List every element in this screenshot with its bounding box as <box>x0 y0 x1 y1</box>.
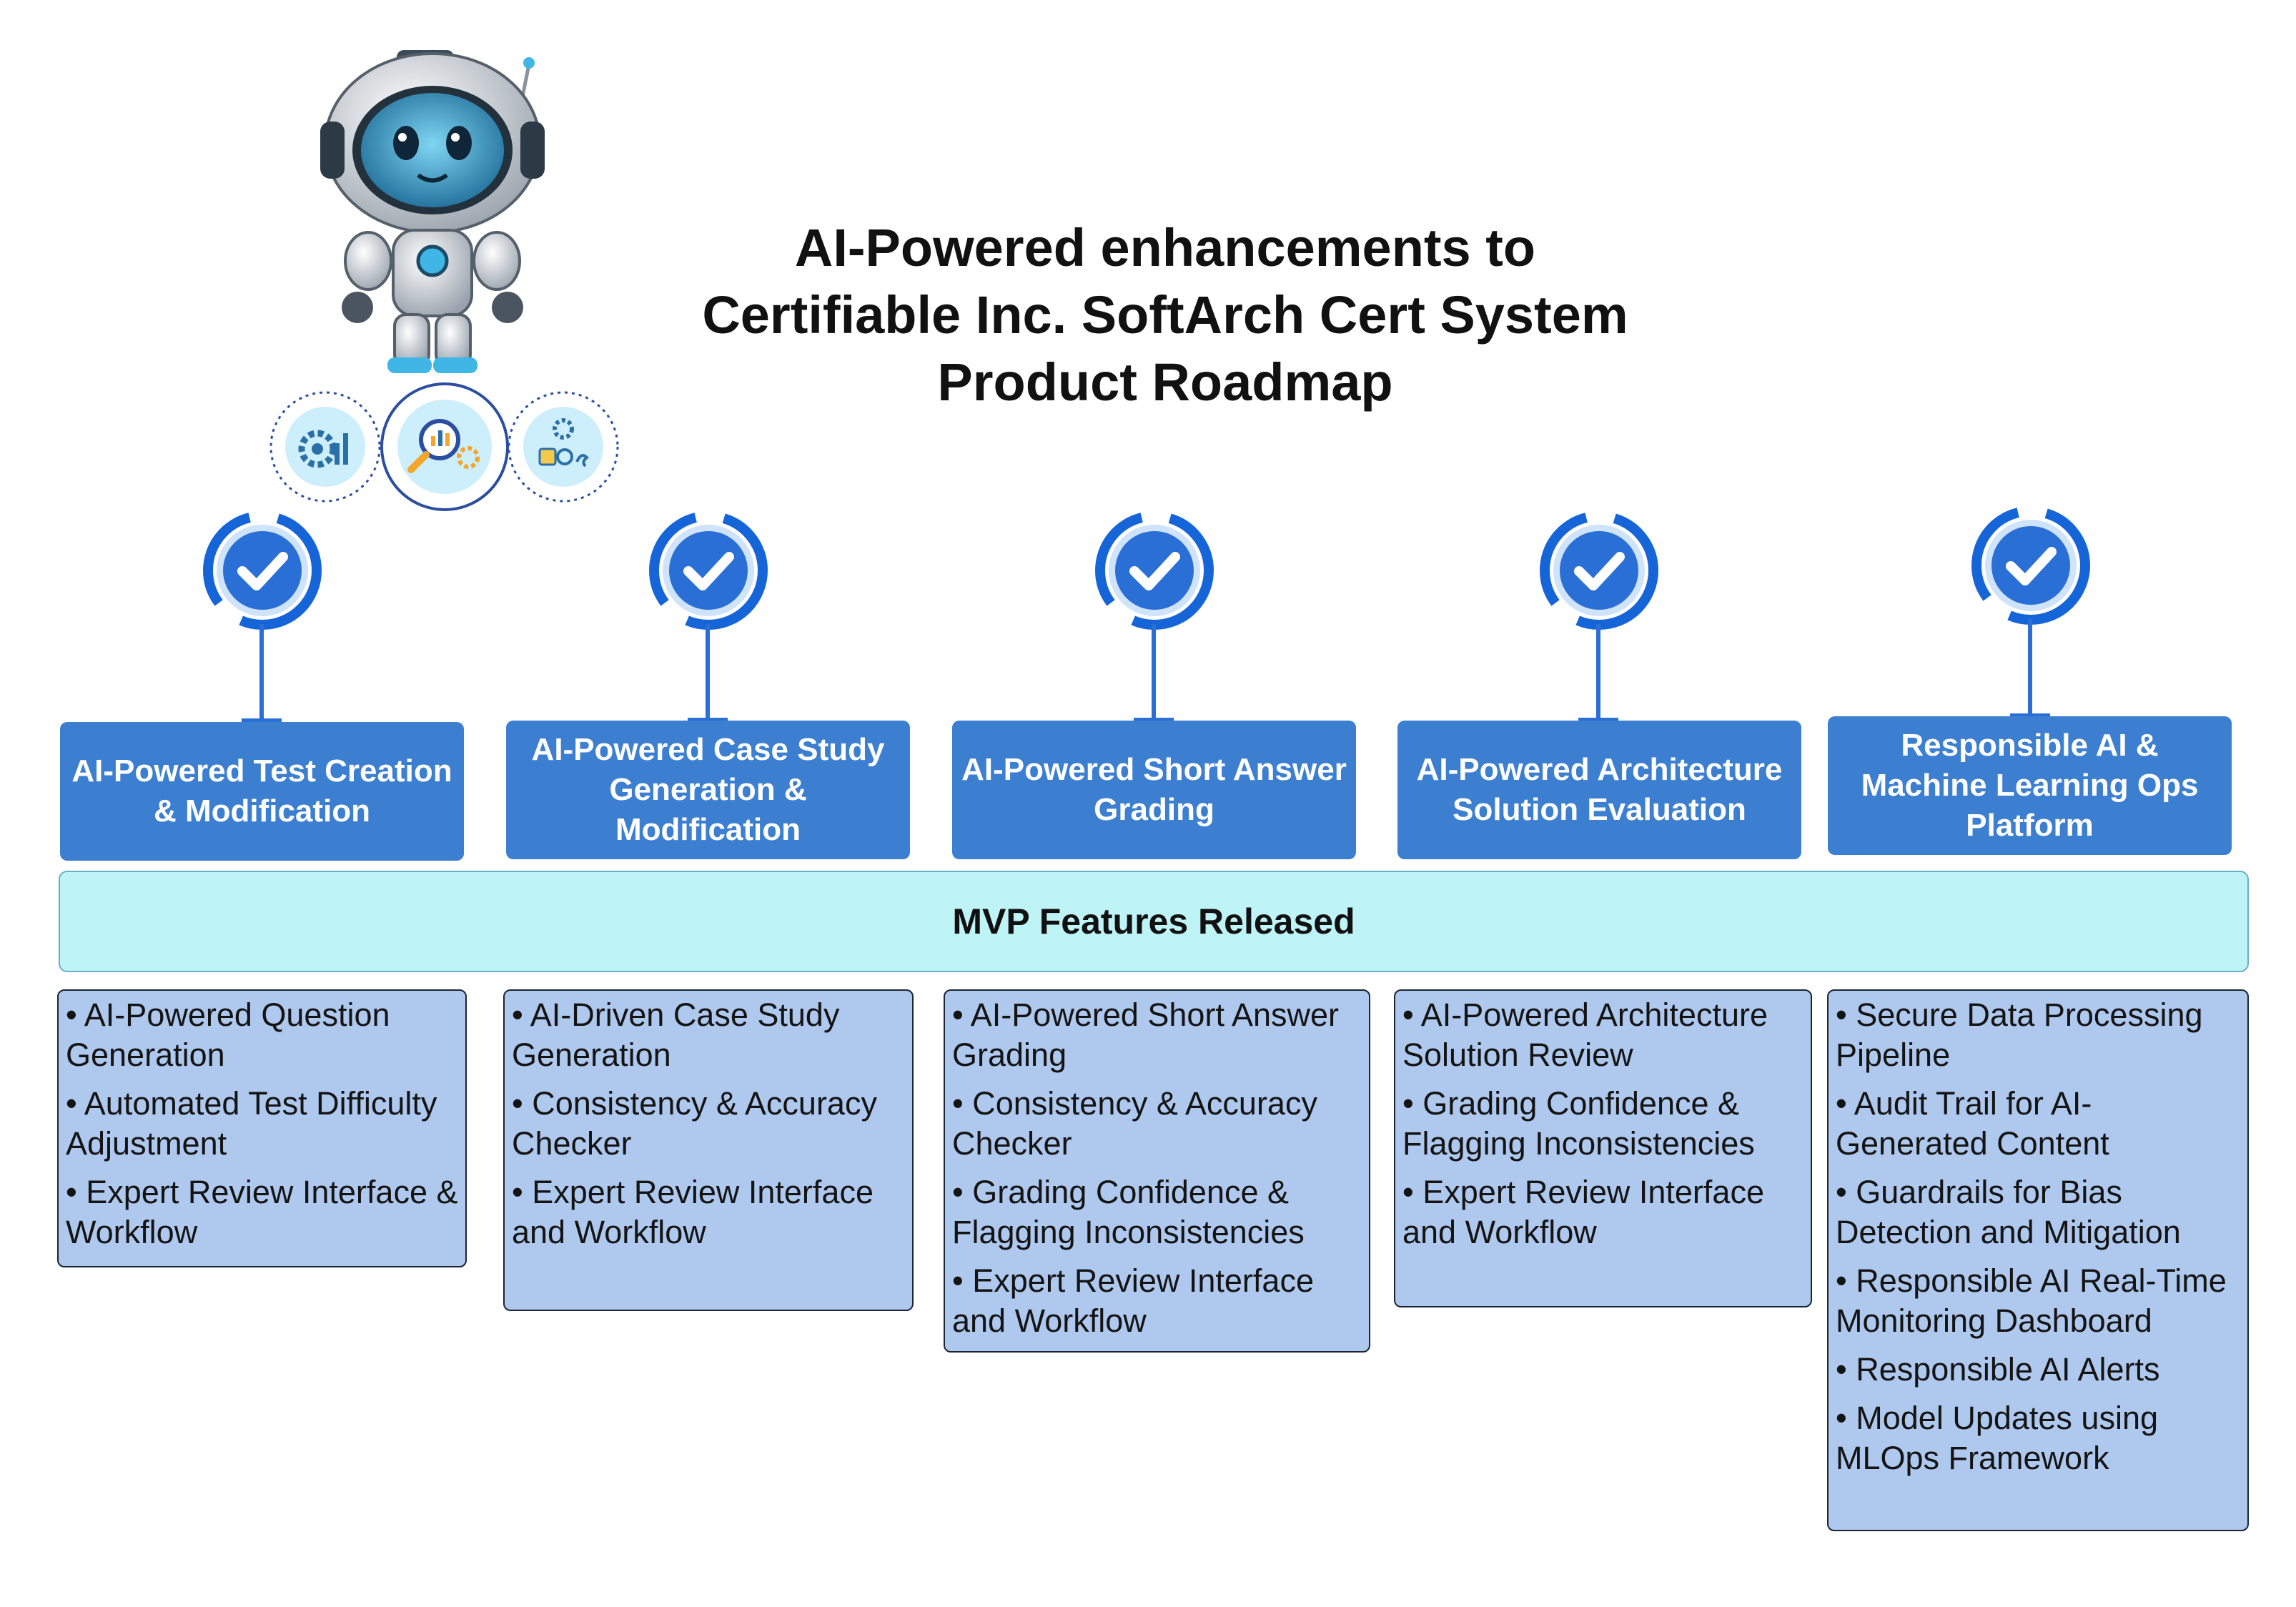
connector-line <box>2028 619 2032 716</box>
list-item: • Expert Review Interface and Workflow <box>512 1174 874 1250</box>
list-item: • Consistency & Accuracy Checker <box>952 1085 1317 1162</box>
list-item: • Expert Review Interface and Workflow <box>1402 1174 1764 1250</box>
column-header-1: AI-Powered Test Creation & Modification <box>60 722 464 861</box>
list-item: • Responsible AI Real-Time Monitoring Da… <box>1836 1262 2227 1339</box>
column-header-5: Responsible AI & Machine Learning Ops Pl… <box>1828 716 2232 855</box>
column-header-2: AI-Powered Case Study Generation & Modif… <box>506 721 910 859</box>
column-header-3: AI-Powered Short Answer Grading <box>952 721 1356 859</box>
feature-list-4: • AI-Powered Architecture Solution Revie… <box>1394 989 1812 1307</box>
checkmark-badge-icon <box>203 511 322 630</box>
checkmark-badge-icon <box>1971 506 2090 625</box>
connector-line <box>706 624 710 721</box>
list-item: • Audit Trail for AI-Generated Content <box>1836 1085 2109 1162</box>
list-item: • Grading Confidence & Flagging Inconsis… <box>952 1174 1305 1250</box>
page-title: AI-Powered enhancements to Certifiable I… <box>622 214 1708 416</box>
title-line-3: Product Roadmap <box>937 352 1393 412</box>
magnifier-analytics-icon <box>380 382 509 511</box>
list-item: • Automated Test Difficulty Adjustment <box>66 1085 437 1162</box>
list-item: • AI-Powered Architecture Solution Revie… <box>1402 997 1768 1073</box>
connector-line <box>1152 624 1156 721</box>
connector-cap <box>2010 713 2050 718</box>
list-item: • Model Updates using MLOps Framework <box>1836 1400 2159 1476</box>
checkmark-badge-icon <box>649 511 768 630</box>
feature-list-5: • Secure Data Processing Pipeline • Audi… <box>1827 989 2249 1531</box>
list-item: • AI-Driven Case Study Generation <box>512 997 840 1073</box>
workflow-checklist-icon <box>508 391 619 503</box>
list-item: • AI-Powered Question Generation <box>66 997 390 1073</box>
feature-badges <box>269 382 619 511</box>
connector-cap <box>1134 718 1174 723</box>
list-item: • Guardrails for Bias Detection and Miti… <box>1836 1174 2181 1250</box>
connector-line <box>1596 624 1600 721</box>
list-item: • Consistency & Accuracy Checker <box>512 1085 877 1162</box>
mvp-band: MVP Features Released <box>59 871 2249 972</box>
checkmark-badge-icon <box>1540 511 1658 630</box>
connector-cap <box>242 718 282 723</box>
list-item: • Responsible AI Alerts <box>1836 1351 2160 1388</box>
checkmark-badge-icon <box>1095 511 1214 630</box>
connector-cap <box>688 718 728 723</box>
title-line-2: Certifiable Inc. SoftArch Cert System <box>702 285 1628 345</box>
feature-list-2: • AI-Driven Case Study Generation • Cons… <box>503 989 914 1311</box>
robot-mascot-icon <box>320 50 545 373</box>
list-item: • Expert Review Interface and Workflow <box>952 1262 1314 1339</box>
list-item: • Grading Confidence & Flagging Inconsis… <box>1402 1085 1755 1162</box>
feature-list-1: • AI-Powered Question Generation • Autom… <box>57 989 467 1267</box>
feature-list-3: • AI-Powered Short Answer Grading • Cons… <box>944 989 1370 1353</box>
connector-line <box>259 624 264 721</box>
connector-cap <box>1578 718 1618 723</box>
list-item: • Secure Data Processing Pipeline <box>1836 997 2203 1073</box>
title-line-1: AI-Powered enhancements to <box>794 218 1536 277</box>
gear-chart-icon <box>269 391 381 503</box>
list-item: • AI-Powered Short Answer Grading <box>952 997 1340 1073</box>
column-header-4: AI-Powered Architecture Solution Evaluat… <box>1397 721 1801 859</box>
list-item: • Expert Review Interface & Workflow <box>66 1174 458 1250</box>
